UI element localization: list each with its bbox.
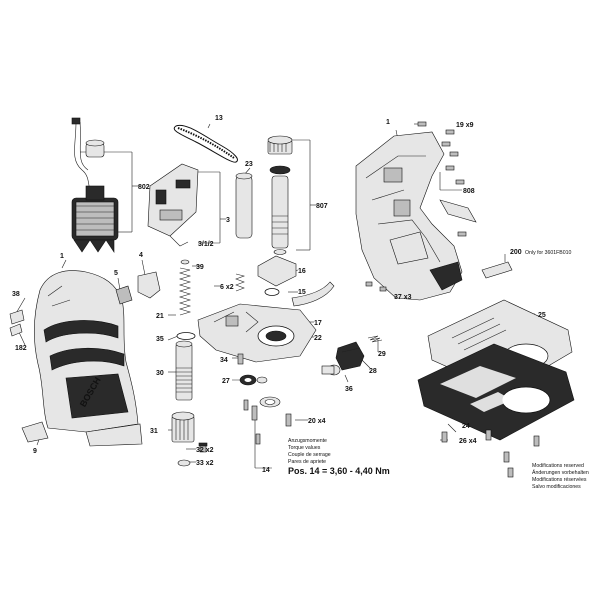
label-36: 36 [345, 386, 353, 393]
label-802: 802 [138, 184, 150, 191]
bearing-27 [239, 374, 257, 386]
knob-36 [321, 364, 341, 376]
label-27: 27 [222, 378, 230, 385]
part-number-labels: 1 1 3 3/1/2 4 5 6 x2 9 13 14 15 16 17 19… [12, 115, 546, 474]
label-37: 37 x3 [394, 294, 412, 301]
torque-note: Anzugsmomente Torque values Couple de se… [288, 438, 390, 476]
label-1-left: 1 [60, 253, 64, 260]
label-26: 26 x4 [459, 438, 477, 445]
retaining-ring-35 [176, 332, 196, 340]
label-16: 16 [298, 268, 306, 275]
spindle-30 [175, 340, 193, 401]
label-33: 33 x2 [196, 460, 214, 467]
screw-small [243, 399, 249, 411]
screws-19 [365, 121, 467, 292]
washer [256, 376, 268, 384]
torque-line-2: Torque values [288, 445, 321, 451]
label-807: 807 [316, 203, 328, 210]
label-14: 14 [262, 467, 270, 474]
label-plate-182 [9, 323, 23, 337]
screws-26 [441, 429, 540, 463]
label-200: 200 [510, 249, 522, 256]
label-3-1-2: 3/1/2 [198, 241, 214, 248]
label-39: 39 [196, 264, 204, 271]
part-9 [21, 421, 49, 443]
electronics-module [147, 163, 199, 247]
mod-line-2: Änderungen vorbehalten [532, 469, 589, 476]
screw-34 [237, 353, 244, 365]
label-17: 17 [314, 320, 322, 327]
label-808: 808 [463, 188, 475, 195]
label-15: 15 [298, 289, 306, 296]
mod-line-4: Salvo modificaciones [532, 484, 581, 490]
label-200 [481, 261, 513, 279]
motor-assembly [71, 117, 119, 253]
label-30: 30 [156, 370, 164, 377]
label-38: 38 [12, 291, 20, 298]
bearing-ring [259, 396, 281, 408]
spring-29 [367, 335, 383, 343]
bolt-14 [251, 405, 258, 421]
clip-15 [264, 288, 280, 296]
mod-line-1: Modifications reserved [532, 463, 584, 469]
bracket-4 [137, 271, 161, 299]
screw-mod [507, 467, 514, 478]
base-plate-22 [197, 303, 317, 363]
note-only-for: Only for 3601FB010 [525, 250, 572, 256]
label-13: 13 [215, 115, 223, 122]
label-5: 5 [114, 270, 118, 277]
label-31: 31 [150, 428, 158, 435]
bracket-5 [115, 285, 133, 305]
label-28: 28 [369, 368, 377, 375]
base-plate-24 [417, 343, 575, 441]
label-6: 6 x2 [220, 284, 234, 291]
torque-line-3: Couple de serrage [288, 452, 331, 458]
label-plate-38 [9, 309, 25, 325]
mod-line-3: Modifications réservées [532, 477, 587, 483]
spring-6 [235, 273, 246, 292]
label-9: 9 [33, 448, 37, 455]
label-35: 35 [156, 336, 164, 343]
torque-line-1: Anzugsmomente [288, 438, 327, 444]
label-182: 182 [15, 345, 27, 352]
label-19: 19 x9 [456, 122, 474, 129]
label-24: 24 [462, 423, 470, 430]
label-1-right: 1 [386, 119, 390, 126]
label-3: 3 [226, 217, 230, 224]
label-20: 20 x4 [308, 418, 326, 425]
shaft-23 [235, 172, 253, 239]
screw-small-2 [255, 433, 261, 445]
label-22: 22 [314, 335, 322, 342]
pulley-shaft-807 [267, 135, 293, 255]
drive-belt [173, 124, 238, 163]
label-4: 4 [139, 252, 143, 259]
torque-spec: Pos. 14 = 3,60 - 4,40 Nm [288, 466, 390, 476]
clamp-28 [335, 341, 365, 371]
modifications-note: Modifications reserved Änderungen vorbeh… [532, 463, 589, 490]
label-32: 32 x2 [196, 447, 214, 454]
label-21: 21 [156, 313, 164, 320]
plate-16 [257, 255, 297, 287]
right-housing-half [355, 131, 463, 301]
left-housing-half: BOSCH [34, 270, 143, 447]
collet-nut-31 [171, 411, 195, 443]
label-23: 23 [245, 161, 253, 168]
label-808 [439, 199, 477, 223]
screws-32-33 [177, 442, 208, 467]
torque-line-4: Pares de apriete [288, 459, 326, 465]
label-25: 25 [538, 312, 546, 319]
label-34: 34 [220, 357, 228, 364]
spring-21 [178, 259, 192, 316]
guard-17 [291, 281, 335, 307]
label-29: 29 [378, 351, 386, 358]
screw-20 [285, 413, 292, 427]
